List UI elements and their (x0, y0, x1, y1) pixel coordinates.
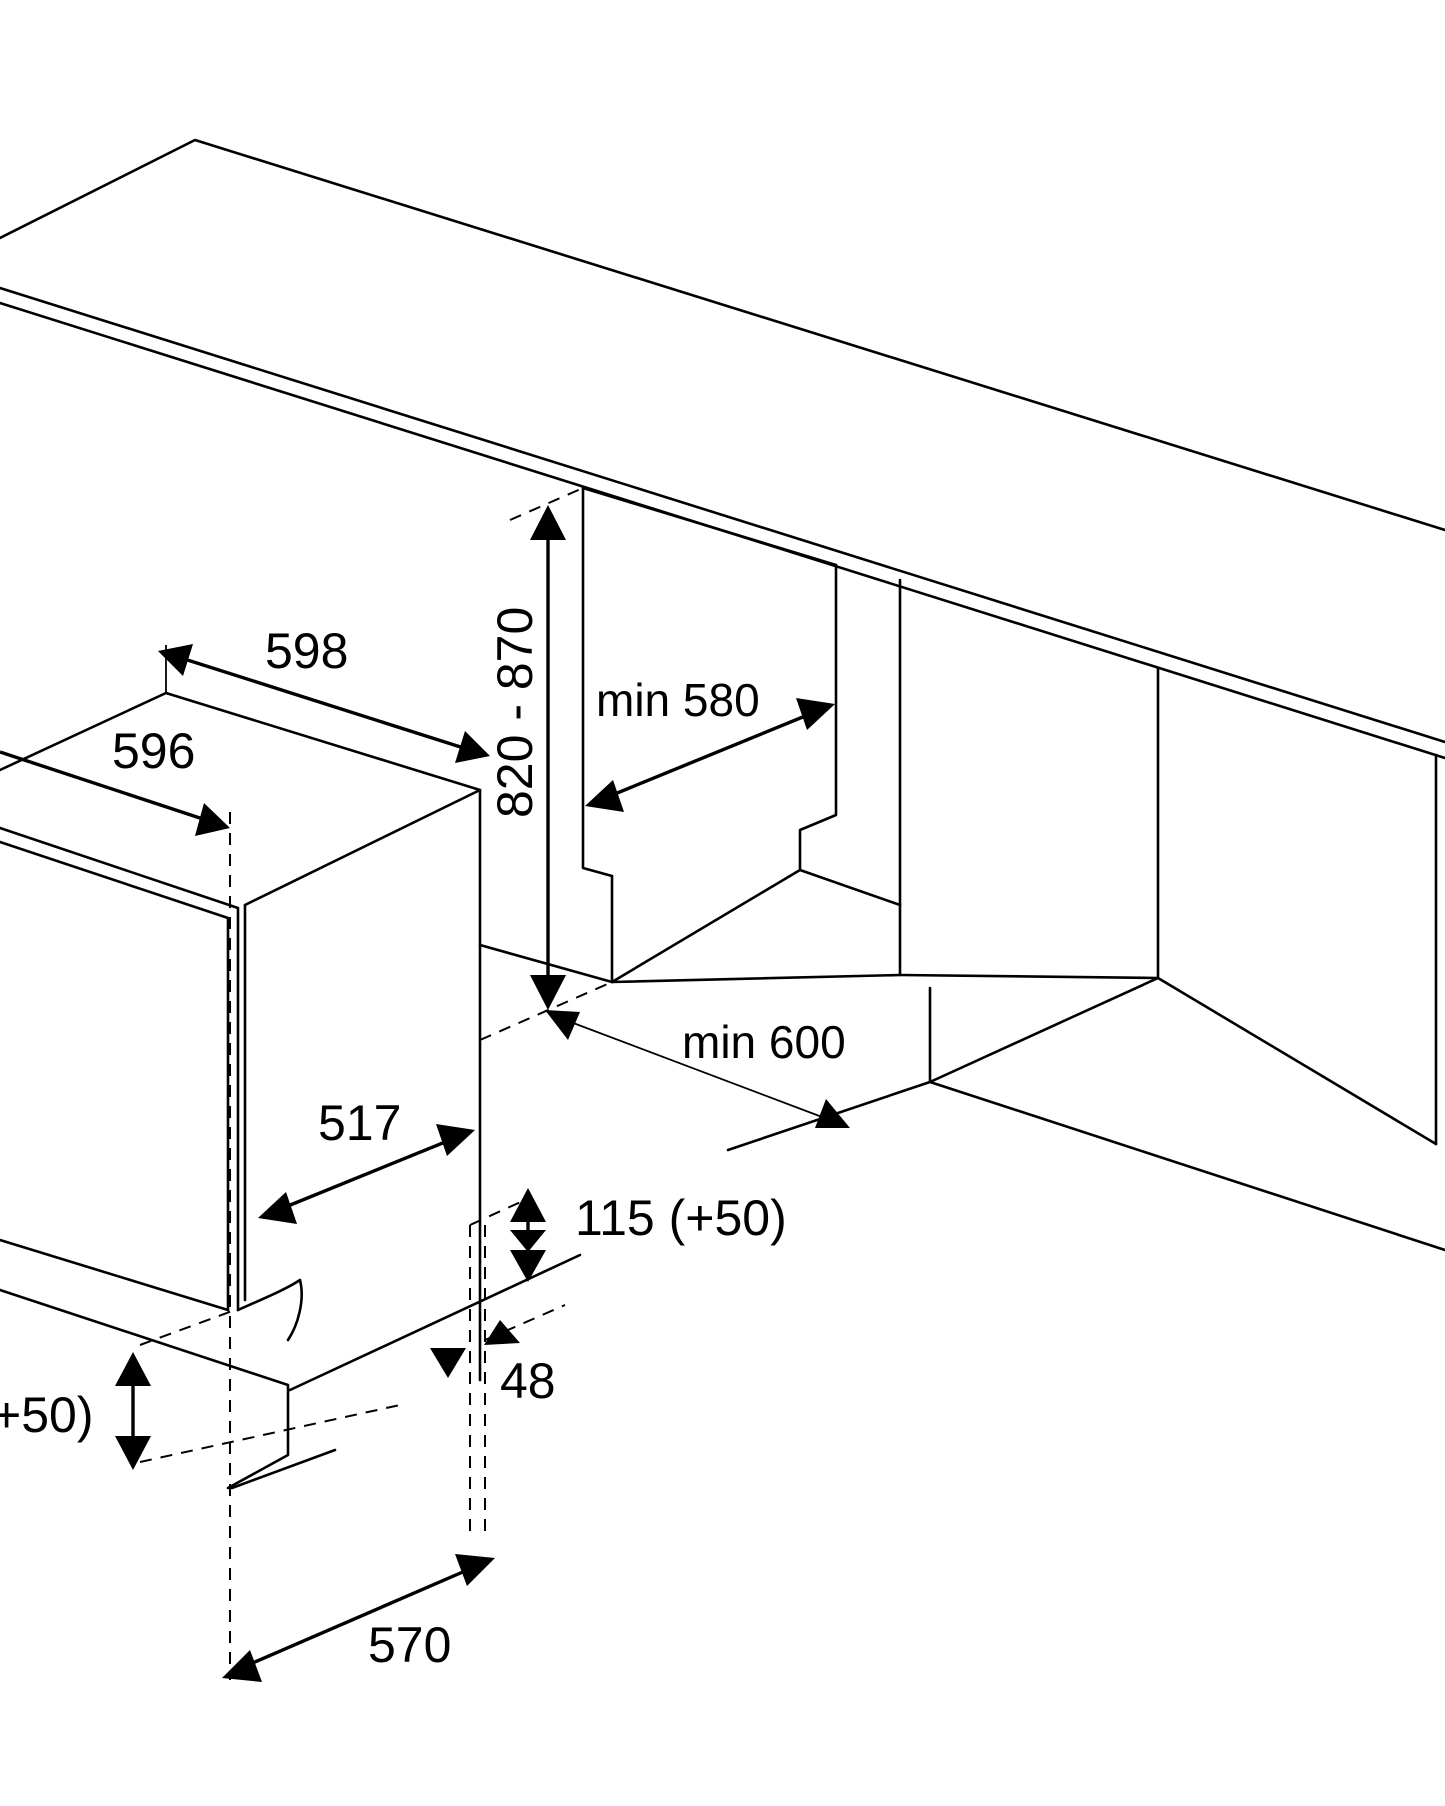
arrow-left-top (115, 1352, 151, 1386)
dimension-labels: 598 596 820 - 870 min 580 min 600 517 11… (0, 607, 846, 1673)
label-115-50: 115 (+50) (575, 1190, 787, 1246)
arrow-48-left (430, 1348, 466, 1378)
arrow-517-end (436, 1124, 475, 1156)
arrow-580-end (796, 698, 835, 730)
cabinet-niche (478, 486, 1445, 1252)
arrow-580-start (585, 780, 624, 812)
label-598: 598 (265, 623, 348, 679)
arrow-height-bottom (530, 975, 566, 1010)
label-min-600: min 600 (682, 1016, 846, 1068)
arrow-height-top (530, 505, 566, 540)
label-820-870: 820 - 870 (487, 607, 543, 818)
arrow-left-bottom (115, 1436, 151, 1470)
label-517: 517 (318, 1095, 401, 1151)
arrow-596-end (195, 803, 230, 836)
label-48: 48 (500, 1353, 556, 1409)
arrow-598-start (158, 644, 193, 676)
label-min-580: min 580 (596, 674, 760, 726)
countertop (0, 138, 1445, 1146)
dishwasher-unit (0, 691, 582, 1490)
arrow-115-top (510, 1188, 546, 1222)
label-left-plus-50: +50) (0, 1387, 93, 1443)
label-596: 596 (112, 723, 195, 779)
arrow-517-start (258, 1192, 297, 1224)
arrow-598-end (455, 731, 490, 763)
label-570: 570 (368, 1617, 451, 1673)
arrow-570-end (455, 1554, 495, 1586)
dimension-arrows (0, 505, 850, 1682)
arrow-48-right (484, 1320, 520, 1345)
arrow-570-start (222, 1650, 262, 1682)
arrow-600-end (815, 1099, 850, 1128)
arrow-600-start (545, 1010, 580, 1040)
